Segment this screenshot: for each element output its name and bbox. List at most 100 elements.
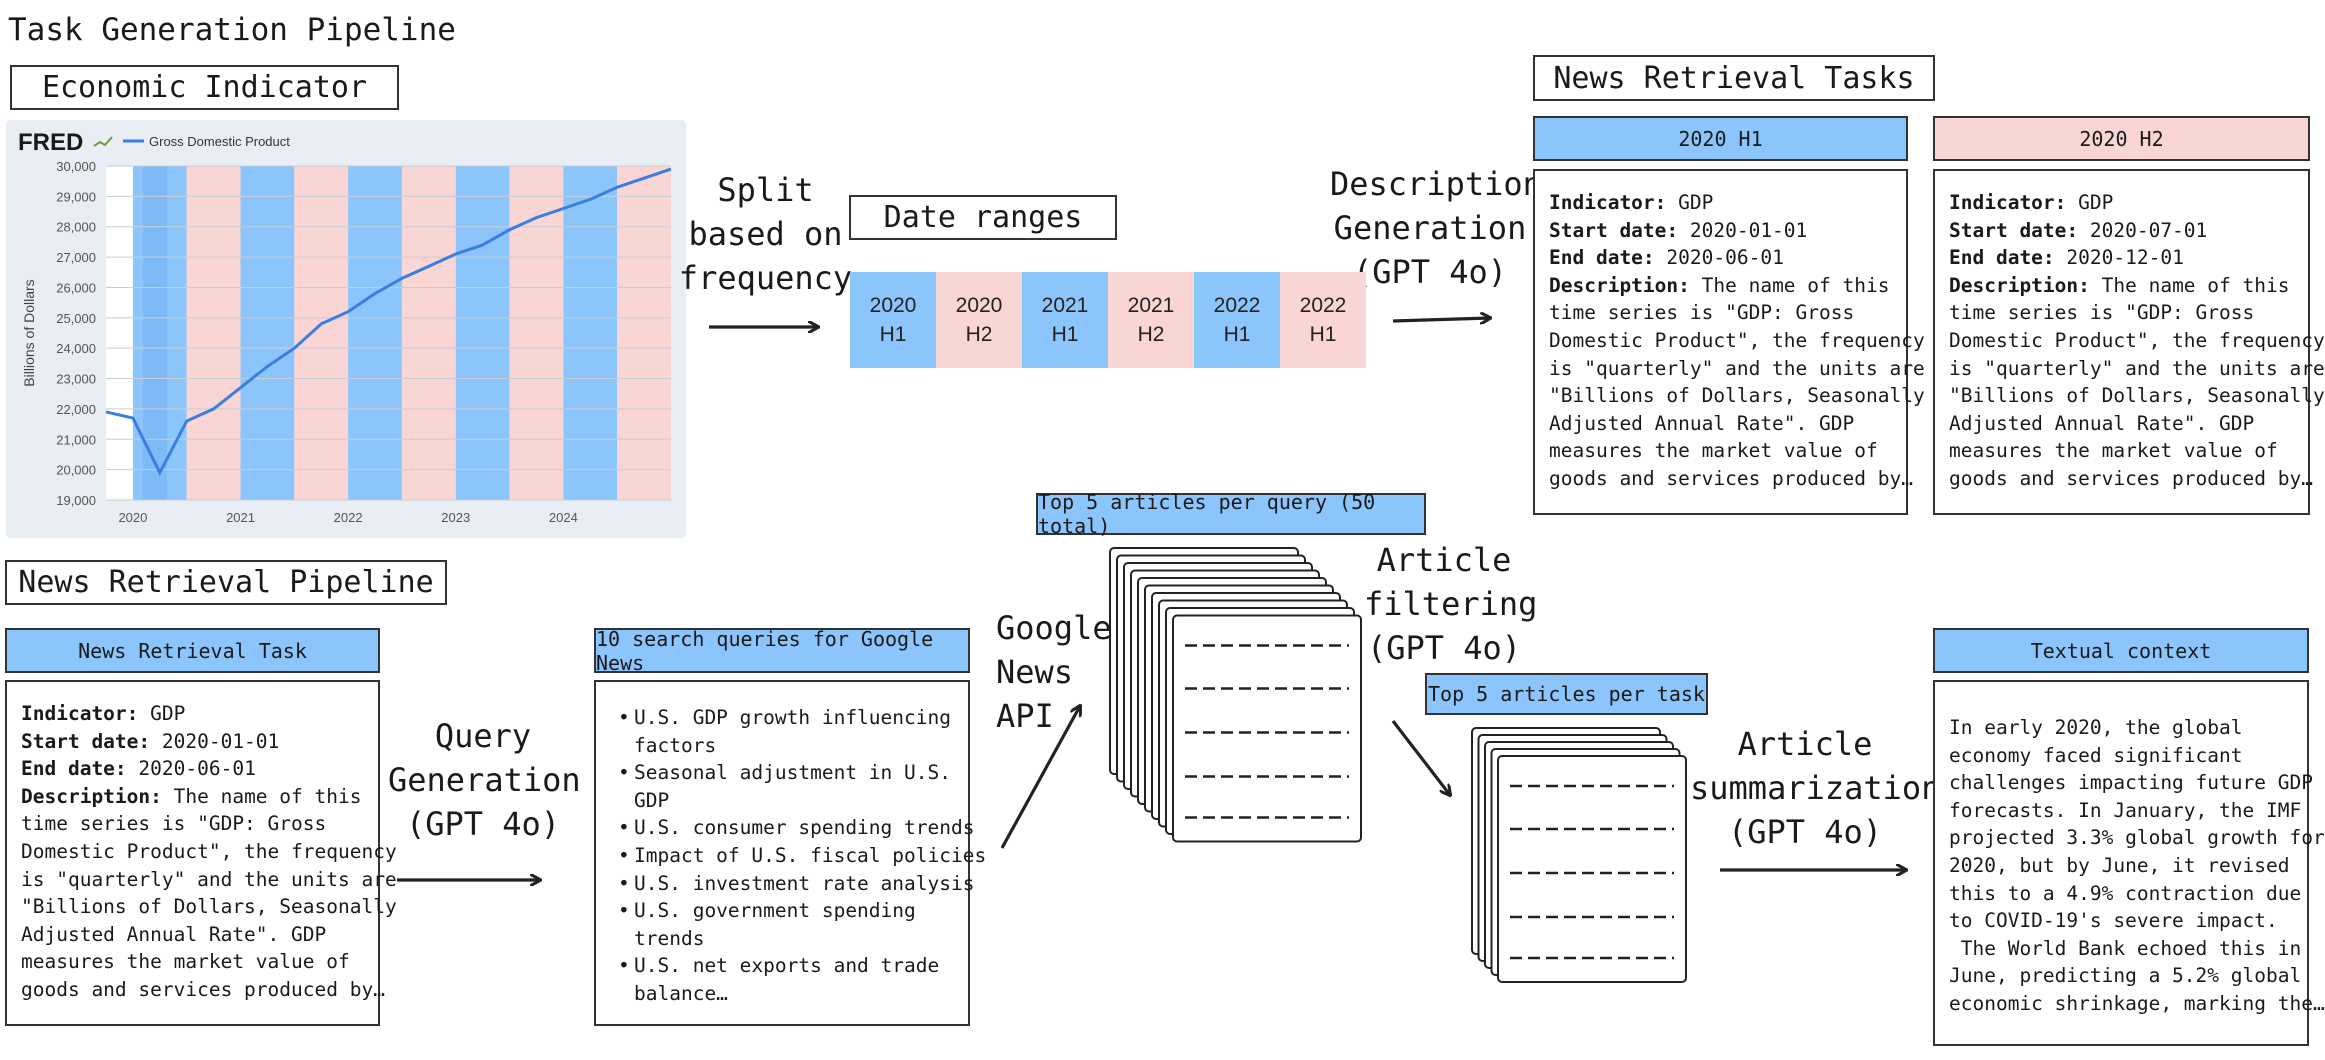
news-task-header: News Retrieval Task [5, 628, 380, 673]
news-task-line: measures the market value of [21, 948, 364, 976]
news-task-field-key: Indicator: [21, 702, 139, 725]
news-task-line: goods and services produced by… [21, 976, 385, 1004]
half-year-band [401, 166, 456, 500]
news-task-line: is "quarterly" and the units are [21, 866, 397, 894]
query-generation-label: Query Generation (GPT 4o) [388, 714, 581, 846]
date-range-year: 2020 [869, 294, 917, 317]
news-task-field-key: Description: [21, 784, 162, 808]
description-arrow [1392, 318, 1490, 321]
article-summarization-line: Article [1737, 725, 1873, 763]
news-task-line: Indicator: GDP [21, 700, 364, 728]
task-2020-h1-field-value: Adjusted Annual Rate". GDP [1549, 411, 1855, 435]
half-year-band [563, 166, 618, 500]
news-task-line: Description: The name of this [21, 783, 364, 811]
task-2020-h1-field-key: End date: [1549, 246, 1655, 270]
query-item: U.S. investment rate analysis [618, 870, 974, 898]
task-2020-h2-line: "Billions of Dollars, Seasonally [1949, 382, 2325, 410]
half-year-band [294, 166, 349, 500]
task-2020-h2-field-value: is "quarterly" and the units are [1949, 356, 2325, 380]
x-tick-label: 2023 [441, 510, 470, 525]
task-2020-h1-field-value: 2020-06-01 [1654, 246, 1784, 270]
news-task-field-value: GDP [138, 702, 186, 725]
task-2020-h2-line: Indicator: GDP [1949, 189, 2294, 217]
article-page [1497, 755, 1687, 983]
split-label-line: Split [717, 171, 814, 209]
task-2020-h2-field-key: Indicator: [1949, 191, 2067, 214]
news-task-line: "Billions of Dollars, Seasonally [21, 893, 397, 921]
economic-indicator-title: Economic Indicator [10, 65, 399, 110]
news-task-line: End date: 2020-06-01 [21, 755, 364, 783]
article-filtering-line: Article [1376, 541, 1512, 579]
article-summarization-label: Article summarization (GPT 4o) [1690, 722, 1941, 854]
task-2020-h1-field-value: is "quarterly" and the units are [1549, 356, 1925, 380]
task-2020-h1-line: Domestic Product", the frequency [1549, 327, 1925, 355]
textual-context-line: June, predicting a 5.2% global [1949, 964, 2302, 988]
news-task-line: time series is "GDP: Gross [21, 810, 364, 838]
date-range-half: H1 [879, 323, 907, 346]
article-filtering-line: filtering [1364, 585, 1538, 623]
task-2020-h1-field-value: Domestic Product", the frequency [1549, 328, 1925, 352]
news-task-field-value: goods and services produced by… [21, 977, 385, 1001]
filtering-arrow [1391, 720, 1450, 795]
task-2020-h1-line: "Billions of Dollars, Seasonally [1549, 382, 1925, 410]
split-label-line: frequency [678, 259, 853, 297]
task-2020-h1-field-value: 2020-01-01 [1678, 218, 1808, 242]
fred-chart-svg: 30,00029,00028,00027,00026,00025,00024,0… [18, 129, 672, 525]
task-2020-h1-field-value: measures the market value of [1549, 439, 1878, 463]
task-2020-h2-field-value: measures the market value of [1949, 439, 2278, 463]
article-summarization-line: (GPT 4o) [1727, 813, 1883, 851]
news-task-field-value: The name of this [161, 784, 362, 808]
description-generation-line: (GPT 4o) [1352, 253, 1508, 291]
textual-context-line: 2020, but by June, it revised [1949, 853, 2290, 877]
news-task-line: Adjusted Annual Rate". GDP [21, 921, 364, 949]
article-filtering-line: (GPT 4o) [1366, 629, 1522, 667]
textual-context-line: this to a 4.9% contraction due [1949, 881, 2302, 905]
description-generation-label: Description Generation (GPT 4o) [1330, 162, 1542, 294]
task-2020-h1-line: Description: The name of this [1549, 272, 1892, 300]
news-task-field-value: Adjusted Annual Rate". GDP [21, 922, 327, 946]
task-2020-h2-field-value: GDP [2066, 191, 2114, 214]
task-2020-h2-field-value: time series is "GDP: Gross [1949, 301, 2255, 325]
top-per-task-label: Top 5 articles per task [1425, 673, 1708, 715]
query-generation-line: Query [434, 717, 532, 755]
task-2020-h1-field-value: GDP [1666, 191, 1714, 214]
half-year-band [348, 166, 402, 500]
task-2020-h1-field-value: time series is "GDP: Gross [1549, 301, 1855, 325]
google-news-api-label: Google News API [996, 606, 1116, 738]
news-task-field-value: Domestic Product", the frequency [21, 839, 397, 863]
task-2020-h1-line: is "quarterly" and the units are [1549, 355, 1925, 383]
news-task-field-value: measures the market value of [21, 950, 350, 974]
task-2020-h2-field-value: The name of this [2089, 273, 2290, 297]
textual-context-header: Textual context [1933, 628, 2309, 673]
google-news-line: Google [996, 609, 1112, 647]
date-range-year: 2021 [1127, 294, 1175, 317]
task-2020-h1-field-key: Indicator: [1549, 191, 1667, 214]
article-summarization-line: summarization [1690, 769, 1941, 807]
query-item: Seasonal adjustment in U.S. GDP [618, 759, 954, 814]
article-stack-5 [1471, 727, 1687, 983]
page-title: Task Generation Pipeline [8, 12, 456, 48]
news-task-field-key: End date: [21, 757, 127, 781]
task-2020-h2-line: goods and services produced by… [1949, 465, 2313, 493]
task-2020-h2-line: Adjusted Annual Rate". GDP [1949, 410, 2294, 438]
task-2020-h1-header: 2020 H1 [1533, 116, 1908, 161]
split-label: Split based on frequency [678, 168, 853, 300]
textual-context-line: In early 2020, the global [1949, 716, 2243, 739]
date-range-half: H1 [1309, 323, 1337, 346]
task-2020-h1-line: Adjusted Annual Rate". GDP [1549, 410, 1892, 438]
task-2020-h1-line: Start date: 2020-01-01 [1549, 217, 1892, 245]
textual-context-line: economic shrinkage, marking the… [1949, 991, 2325, 1015]
y-axis-label: Billions of Dollars [21, 279, 37, 386]
task-2020-h2-field-value: 2020-07-01 [2078, 218, 2208, 242]
query-item: Impact of U.S. fiscal policies [618, 842, 986, 870]
news-retrieval-tasks-title: News Retrieval Tasks [1533, 55, 1935, 101]
news-task-field-value: is "quarterly" and the units are [21, 867, 397, 891]
news-task-field-key: Start date: [21, 729, 151, 753]
task-2020-h1-field-value: goods and services produced by… [1549, 466, 1913, 490]
textual-context-line: projected 3.3% global growth for [1949, 826, 2325, 850]
